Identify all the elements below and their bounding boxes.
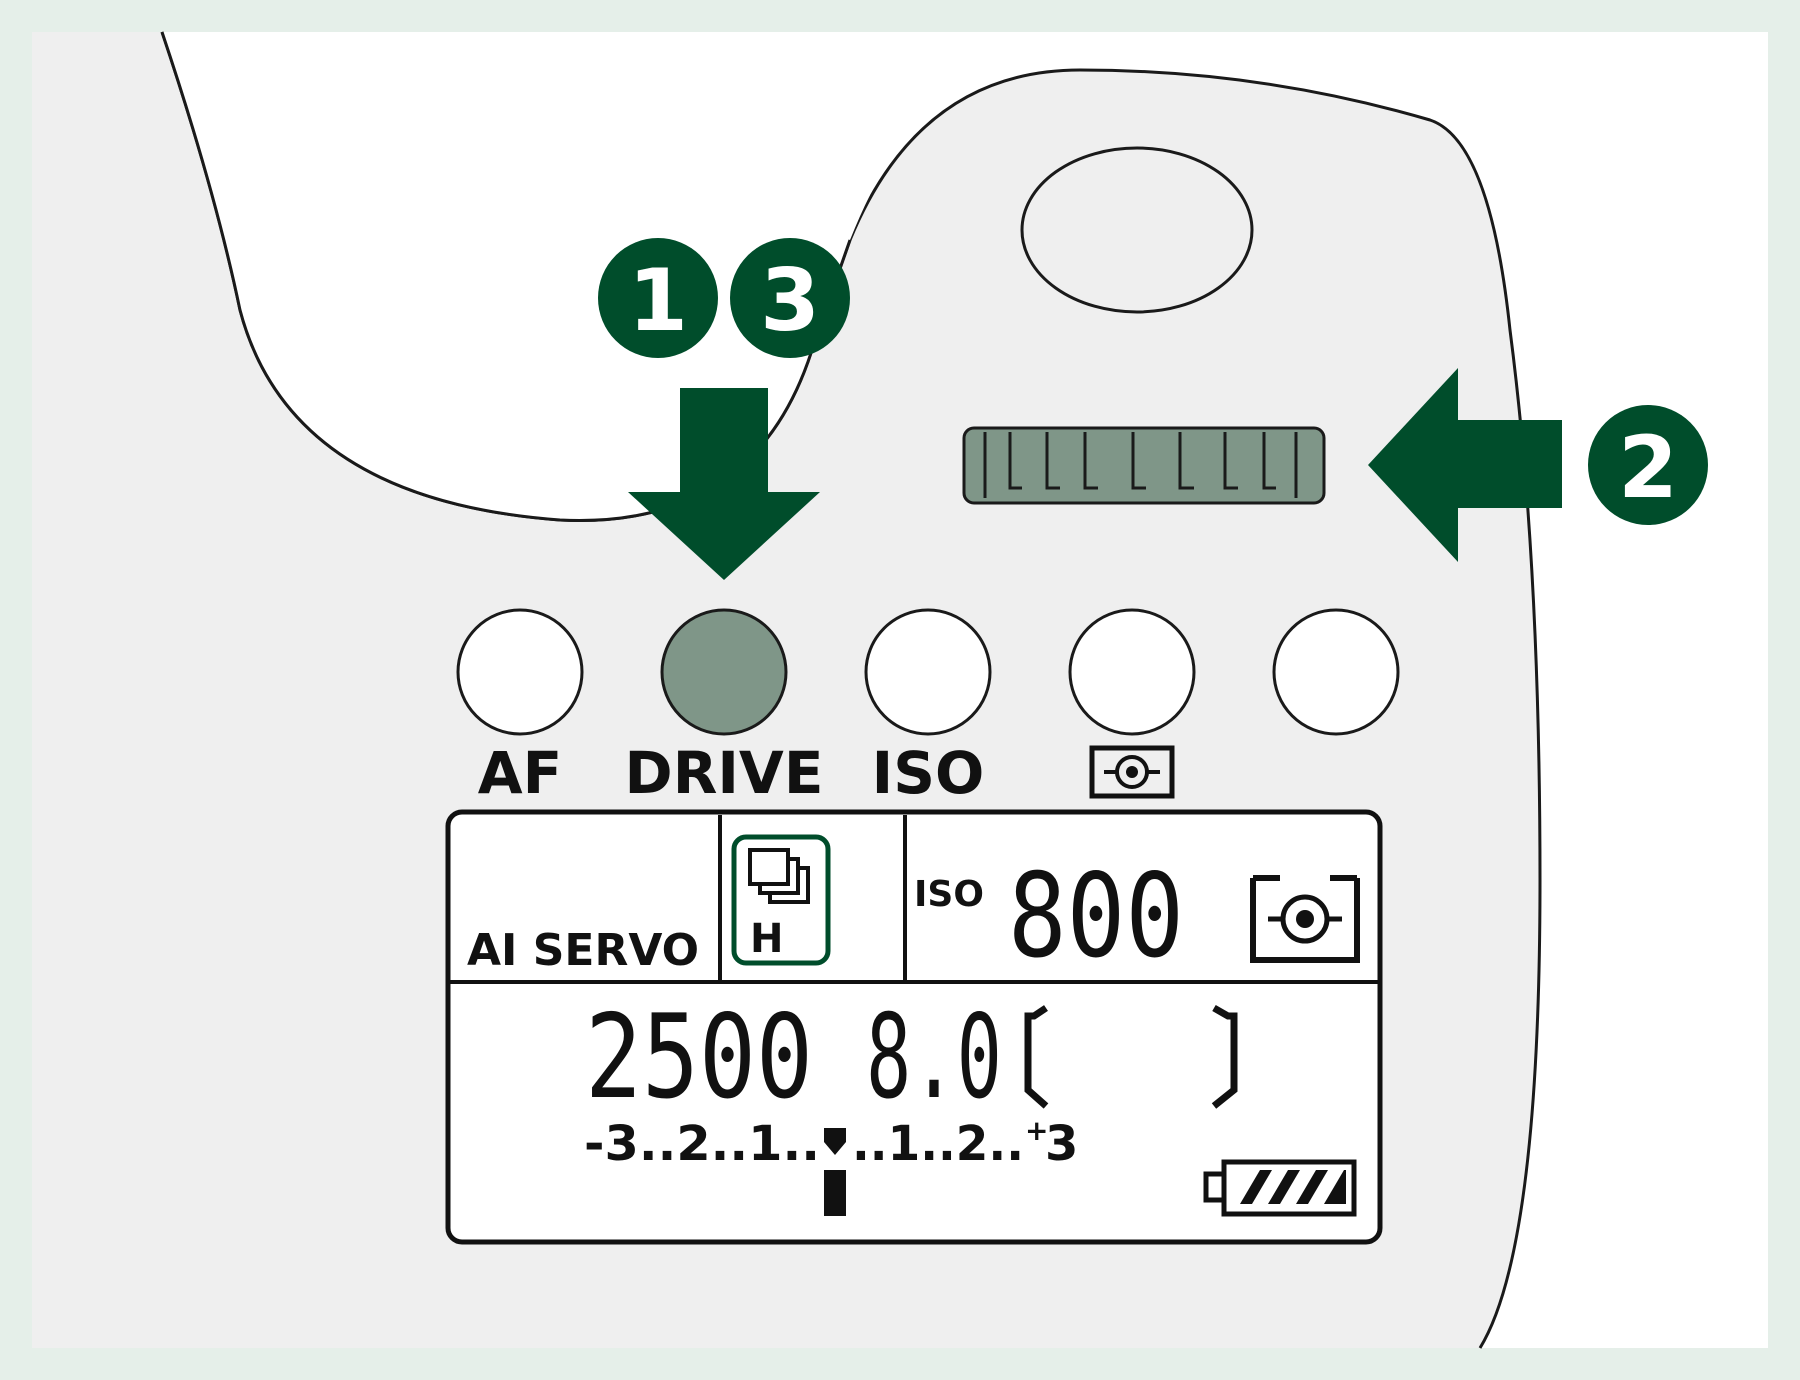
metering-icon bbox=[1089, 745, 1175, 799]
exposure-scale-right: ..1..2.. bbox=[852, 1116, 1024, 1172]
lcd-bracket-left bbox=[1024, 1005, 1049, 1109]
continuous-shooting-icon bbox=[748, 848, 810, 904]
press-arrow bbox=[628, 388, 820, 580]
exposure-pointer bbox=[824, 1128, 846, 1155]
lcd-drive-mode: H bbox=[731, 834, 831, 966]
drive-button[interactable] bbox=[660, 608, 788, 736]
iso-button[interactable] bbox=[864, 608, 992, 736]
step-2-label: 2 bbox=[1618, 418, 1678, 518]
lcd-iso-value: 800 bbox=[1008, 849, 1184, 984]
af-button-label: AF bbox=[478, 739, 563, 807]
exposure-level-scale: -3..2..1.. ..1..2.. + 3 bbox=[584, 1114, 1078, 1216]
drive-button-label: DRIVE bbox=[625, 739, 824, 807]
shutter-button[interactable] bbox=[1020, 146, 1254, 314]
lcd-iso-label: ISO bbox=[914, 874, 984, 915]
lcd-af-mode: AI SERVO bbox=[467, 925, 699, 976]
battery-full-icon bbox=[1203, 1159, 1357, 1217]
metering-button[interactable] bbox=[1068, 608, 1196, 736]
evaluative-metering-icon bbox=[1250, 875, 1360, 963]
step-3-label: 3 bbox=[760, 251, 820, 351]
iso-button-label: ISO bbox=[872, 739, 985, 807]
lcd-bracket-right bbox=[1211, 1004, 1238, 1109]
af-button[interactable] bbox=[456, 608, 584, 736]
lcd-illumination-button[interactable] bbox=[1272, 608, 1400, 736]
exposure-scale-plus: + bbox=[1025, 1114, 1048, 1147]
step-2-badge: 2 bbox=[1588, 405, 1708, 525]
function-buttons bbox=[456, 608, 1400, 736]
exposure-scale-end: 3 bbox=[1045, 1116, 1078, 1172]
lcd-aperture: 8.0 bbox=[866, 990, 1002, 1125]
exposure-level-bar bbox=[824, 1170, 846, 1216]
lcd-shutter-speed: 2500 bbox=[585, 990, 813, 1125]
lcd-drive-label: H bbox=[750, 916, 783, 962]
main-dial[interactable] bbox=[962, 426, 1326, 505]
step-1-badge: 1 bbox=[598, 238, 718, 358]
lcd-panel: AI SERVO H ISO 800 2500 8.0 bbox=[445, 809, 1383, 1245]
turn-arrow bbox=[1368, 368, 1562, 562]
exposure-scale-left: -3..2..1.. bbox=[584, 1116, 820, 1172]
step-1-label: 1 bbox=[628, 251, 688, 351]
step-3-badge: 3 bbox=[730, 238, 850, 358]
dial-ridges bbox=[983, 432, 1298, 498]
lens-mount-area bbox=[32, 32, 870, 521]
